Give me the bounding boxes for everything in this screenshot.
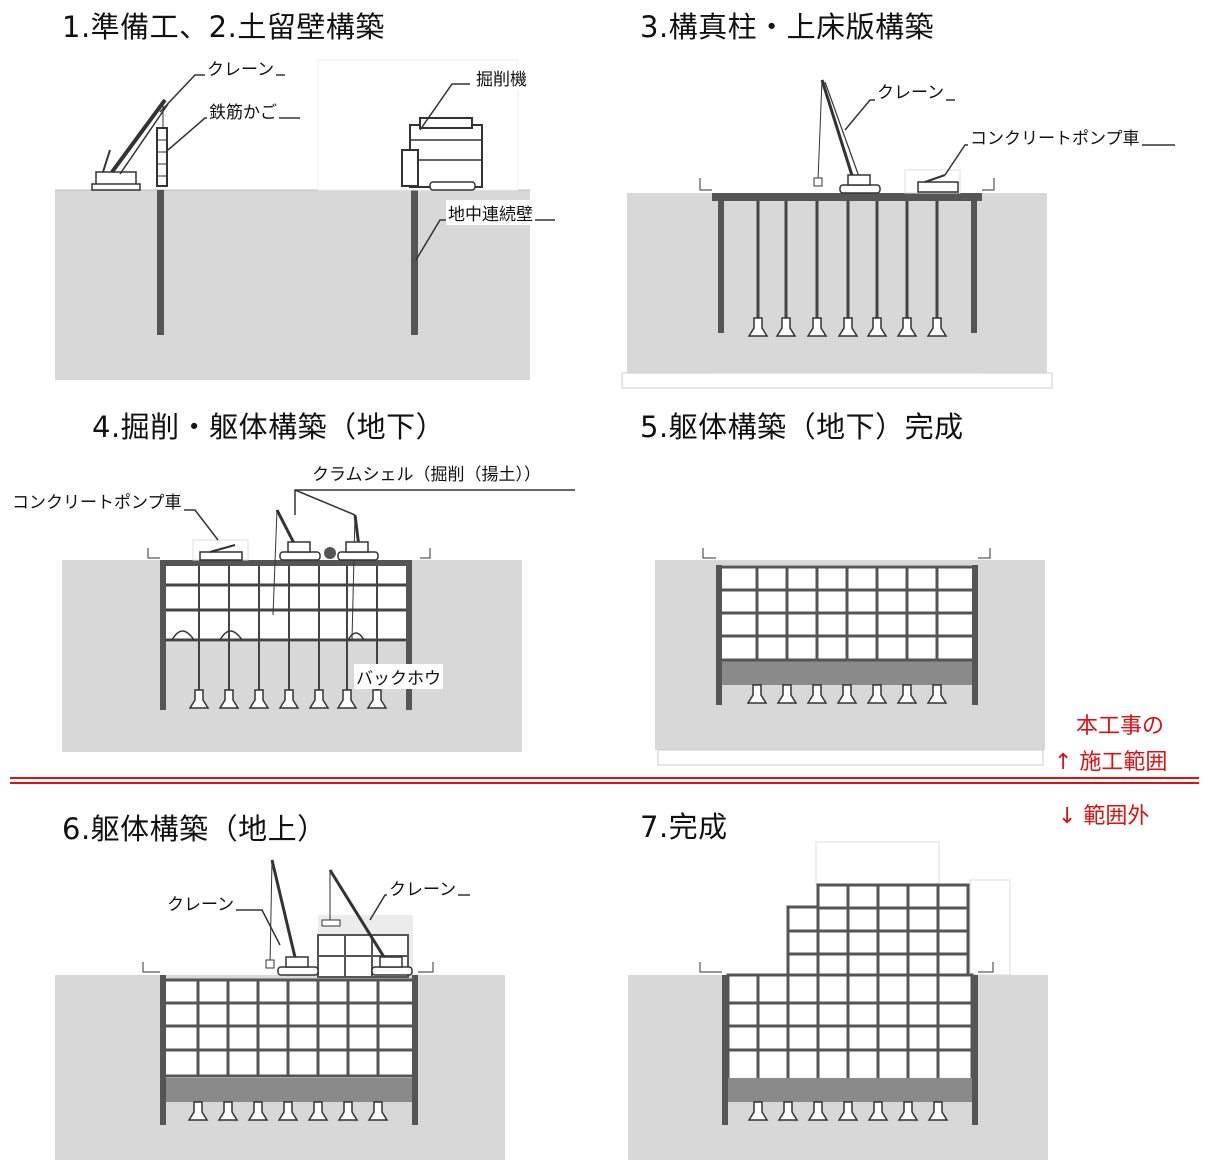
concrete-pump-truck-icon xyxy=(192,539,249,561)
label-rebar-cage: 鉄筋かご xyxy=(207,98,279,123)
label-excavator: 掘削機 xyxy=(474,65,529,90)
step3-title: 3.構真柱・上床版構築 xyxy=(640,10,935,44)
scope-inside-label-1: 本工事の xyxy=(1076,714,1165,739)
step6-title: 6.躯体構築（地上） xyxy=(62,812,327,846)
clamshell-crane-icon xyxy=(272,509,379,641)
panel-3 xyxy=(621,79,1175,389)
label-crane: クレーン xyxy=(875,78,947,103)
label-crane: クレーン xyxy=(387,875,459,900)
crawler-crane-icon xyxy=(813,79,881,194)
steel-columns xyxy=(748,201,947,337)
label-pump-truck: コンクリートポンプ車 xyxy=(968,124,1142,149)
crawler-crane-icon xyxy=(91,98,169,191)
panel-5 xyxy=(655,548,1045,766)
scope-inside-label-2: ↑ 施工範囲 xyxy=(1054,750,1168,775)
backhoe-icon xyxy=(171,630,365,641)
label-diaphragm-wall: 地中連続壁 xyxy=(446,200,535,225)
panel-7 xyxy=(628,841,1048,1160)
step1-title: 1.準備工、2.土留壁構築 xyxy=(62,10,385,44)
crawler-crane-icon xyxy=(265,859,413,976)
step7-title: 7.完成 xyxy=(640,810,728,844)
label-crane: クレーン xyxy=(205,55,277,80)
panel-4 xyxy=(10,489,575,752)
label-clamshell: クラムシェル（掘削（揚土）） xyxy=(310,460,543,485)
panel-6 xyxy=(55,859,505,1160)
concrete-pump-truck-icon xyxy=(904,169,961,194)
step4-title: 4.掘削・躯体構築（地下） xyxy=(92,410,446,444)
label-pump-truck: コンクリートポンプ車 xyxy=(10,488,184,513)
scope-divider xyxy=(10,777,1199,784)
label-crane: クレーン xyxy=(165,890,237,915)
scope-outside-label: ↓ 範囲外 xyxy=(1058,804,1150,829)
step5-title: 5.躯体構築（地下）完成 xyxy=(640,410,964,444)
label-backhoe: バックホウ xyxy=(354,664,443,689)
